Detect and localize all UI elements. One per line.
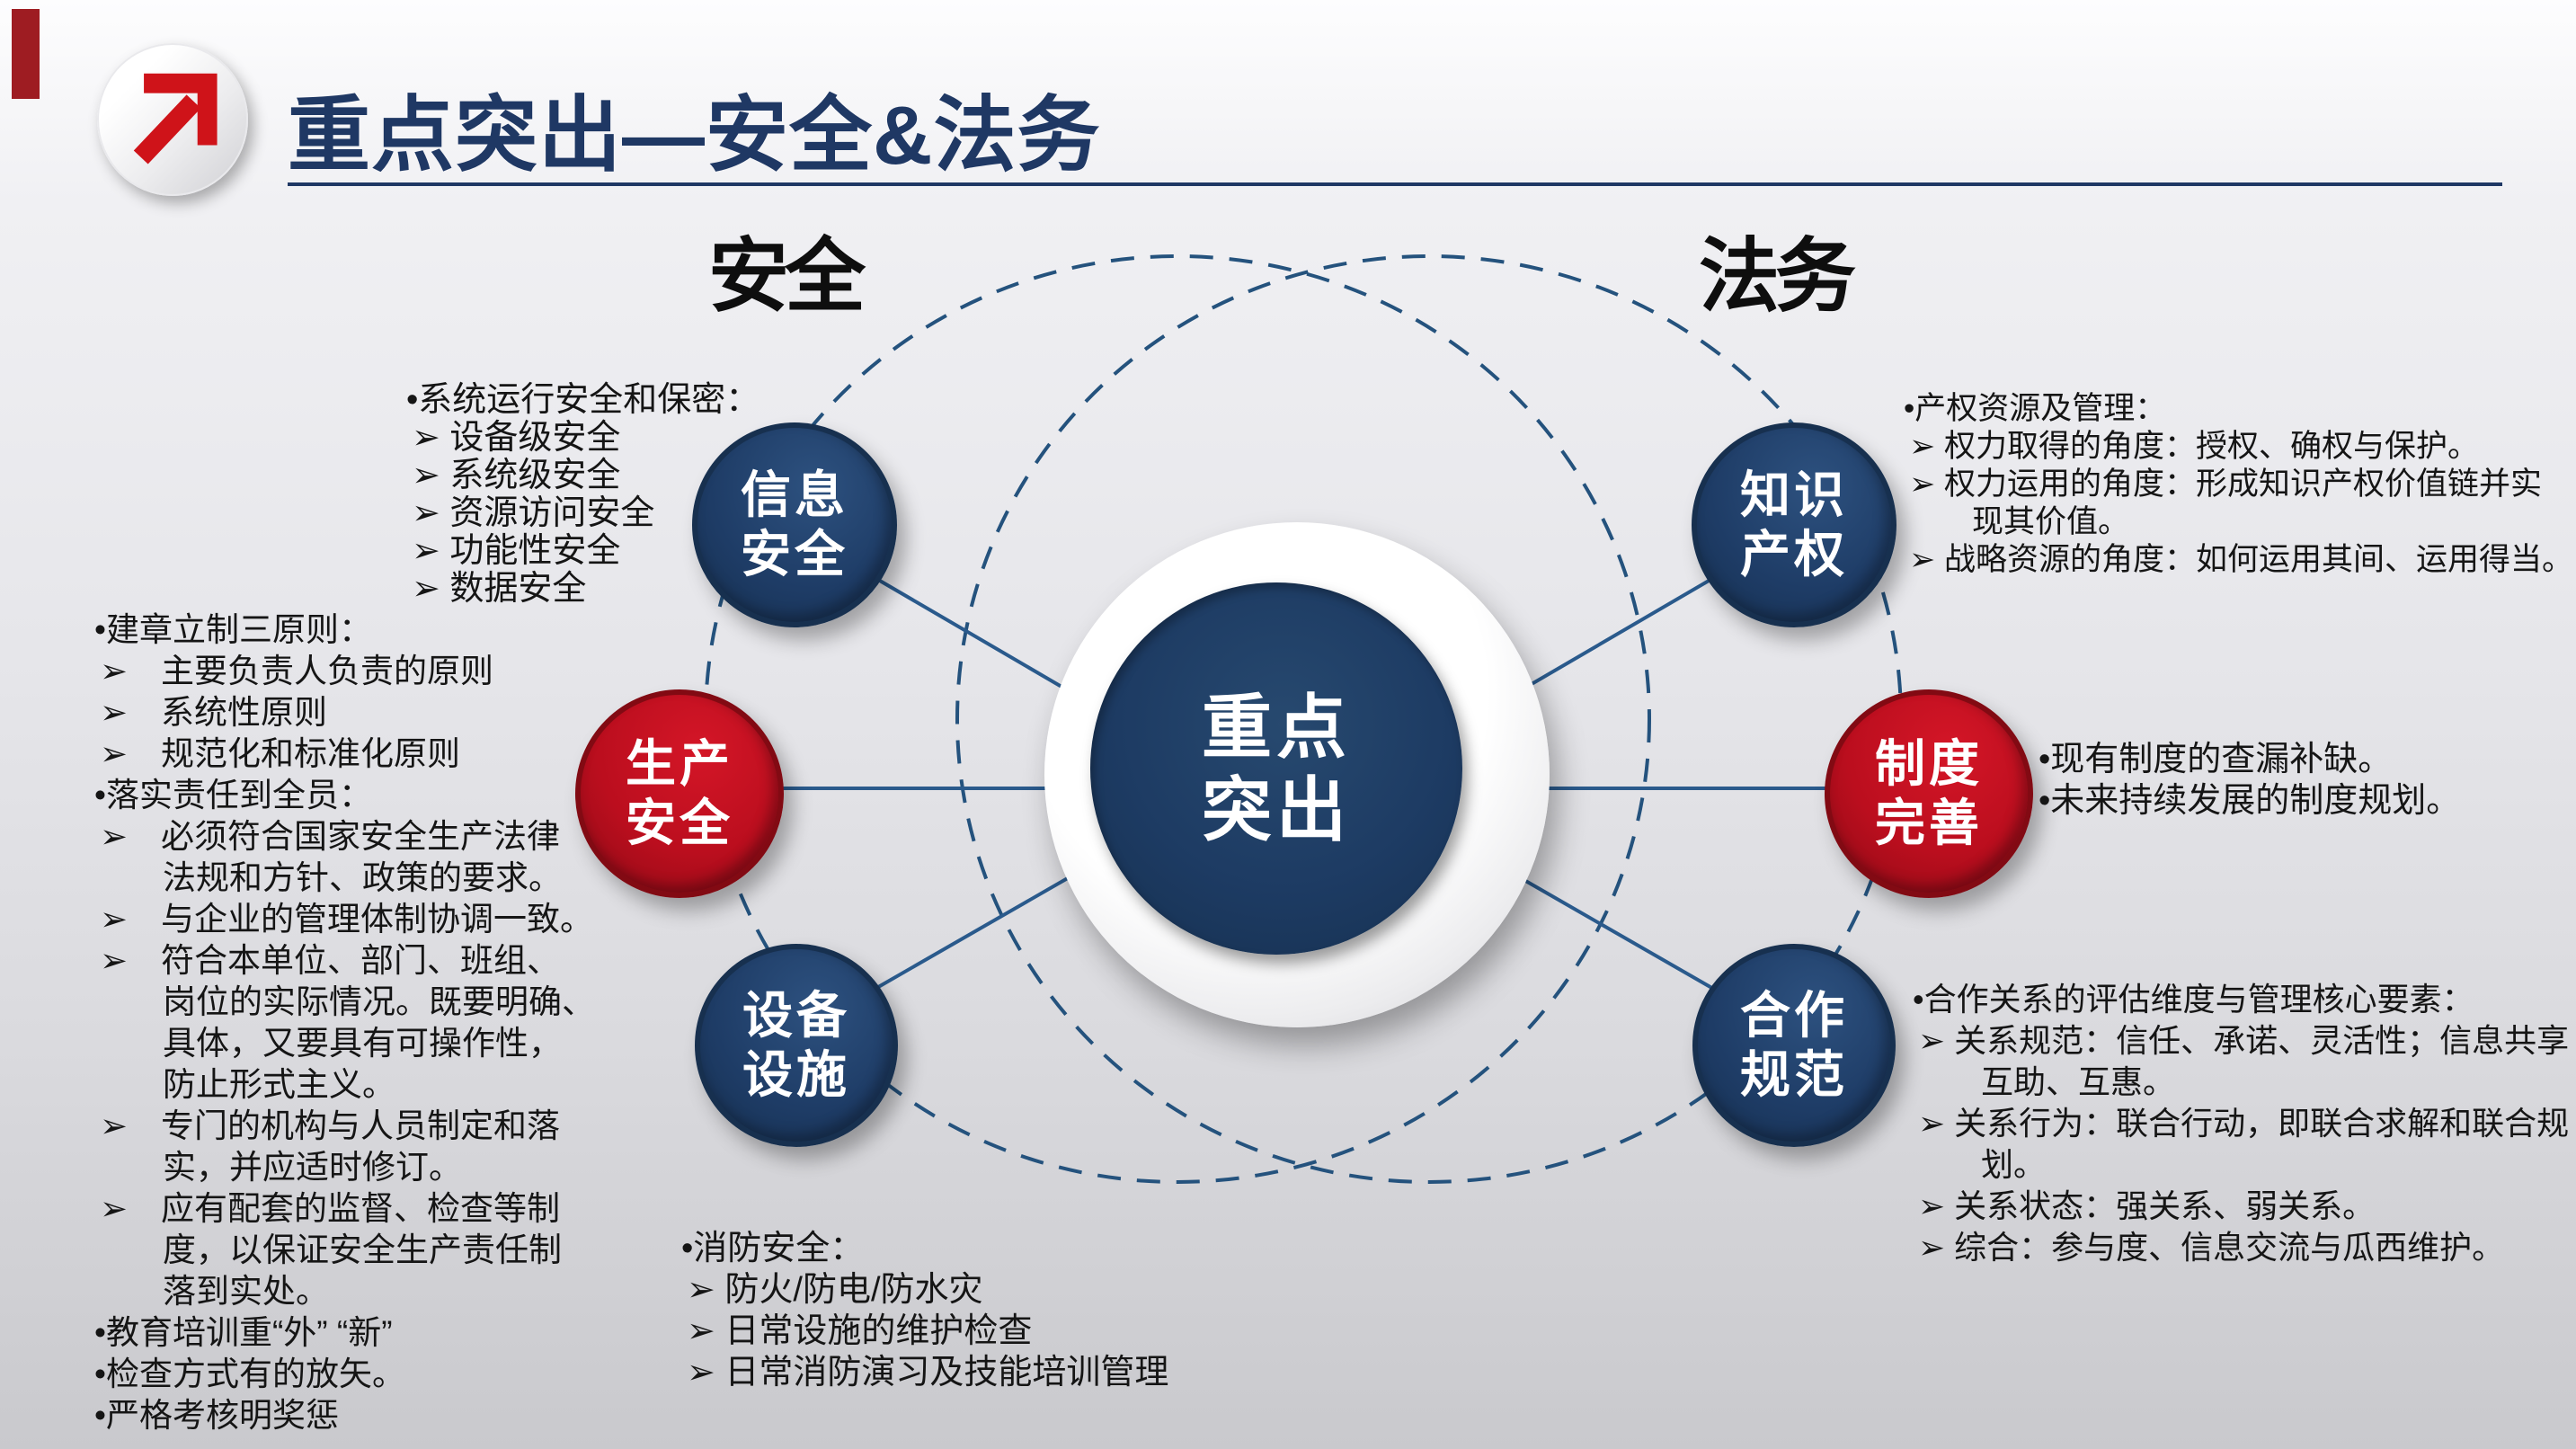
text-line: •建章立制三原则：	[94, 611, 372, 648]
text-line: ➢ 与企业的管理体制协调一致。	[100, 901, 594, 938]
text-line: ➢ 关系行为：联合行动，即联合求解和联合规	[1918, 1105, 2570, 1142]
text-line: 划。	[1981, 1146, 2047, 1183]
text-line: ➢ 资源访问安全	[412, 494, 655, 532]
hub-label-line2: 突出	[1201, 770, 1351, 849]
text-line: •落实责任到全员：	[94, 777, 372, 813]
text-line: ➢ 综合：参与度、信息交流与瓜西维护。	[1918, 1229, 2505, 1266]
hub-circle: 重点 突出	[1090, 582, 1462, 955]
text-line: ➢ 系统性原则	[100, 694, 328, 731]
notes-system-improvement: •现有制度的查漏补缺。 •未来持续发展的制度规划。	[2039, 739, 2460, 822]
text-line: •未来持续发展的制度规划。	[2039, 782, 2461, 820]
text-line: ➢ 日常消防演习及技能培训管理	[687, 1354, 1169, 1391]
text-line: •消防安全：	[681, 1230, 865, 1267]
text-line: 互助、互惠。	[1981, 1063, 2176, 1100]
text-line: ➢ 主要负责人负责的原则	[100, 653, 494, 689]
text-line: ➢ 数据安全	[412, 570, 587, 608]
spoke-lines	[764, 569, 1838, 995]
text-line: ➢ 功能性安全	[412, 532, 621, 570]
text-line: ➢ 符合本单位、部门、班组、	[100, 942, 561, 979]
circle-equipment-facilities: 设备 设施	[695, 944, 898, 1147]
circle-label: 设备	[742, 987, 850, 1044]
text-line: •合作关系的评估维度与管理核心要素：	[1913, 981, 2474, 1018]
column-header-legal: 法务	[1699, 232, 1856, 322]
circle-label: 安全	[741, 526, 848, 582]
text-line: •教育培训重“外” “新”	[94, 1314, 393, 1351]
circle-label: 完善	[1875, 795, 1983, 851]
text-line: •检查方式有的放矢。	[94, 1356, 405, 1392]
text-line: 防止形式主义。	[163, 1066, 395, 1103]
text-line: ➢ 应有配套的监督、检查等制	[100, 1190, 561, 1227]
circle-cooperation-standards: 合作 规范	[1692, 944, 1896, 1147]
hub-plate: 重点 突出	[1044, 522, 1550, 1027]
hub-label-line1: 重点	[1201, 688, 1351, 767]
text-line: •产权资源及管理：	[1904, 391, 2167, 426]
circle-system-improvement: 制度 完善	[1825, 689, 2033, 898]
arrow-up-right-icon	[133, 73, 218, 164]
text-line: ➢ 权力取得的角度：授权、确权与保护。	[1909, 429, 2480, 464]
circle-info-security: 信息 安全	[692, 422, 897, 627]
notes-cooperation-standards: •合作关系的评估维度与管理核心要素： ➢ 关系规范：信任、承诺、灵活性；信息共享互…	[1913, 979, 2569, 1268]
text-line: ➢ 专门的机构与人员制定和落	[100, 1107, 561, 1144]
text-line: 具体，又要具有可操作性，	[163, 1025, 562, 1062]
circle-label: 产权	[1740, 526, 1848, 582]
text-line: ➢ 设备级安全	[412, 419, 621, 457]
text-line: ➢ 必须符合国家安全生产法律	[100, 818, 561, 855]
corner-accent-bar	[12, 9, 40, 99]
text-line: •系统运行安全和保密：	[406, 381, 760, 419]
circle-label: 生产	[626, 735, 733, 792]
title-underline	[288, 182, 2502, 186]
circle-label: 设施	[742, 1046, 850, 1103]
notes-info-security: •系统运行安全和保密：➢ 设备级安全➢ 系统级安全➢ 资源访问安全➢ 功能性安全…	[406, 381, 759, 608]
text-line: 落到实处。	[163, 1273, 329, 1310]
text-line: 岗位的实际情况。既要明确、	[163, 983, 595, 1020]
notes-production-safety: •建章立制三原则： ➢ 主要负责人负责的原则 ➢ 系统性原则 ➢ 规范化和标准化原则 •…	[94, 609, 595, 1436]
text-line: •现有制度的查漏补缺。	[2039, 741, 2393, 778]
text-line: ➢ 防火/防电/防水灾	[687, 1271, 983, 1309]
circle-production-safety: 生产 安全	[575, 689, 784, 898]
text-line: ➢ 权力运用的角度：形成知识产权价值链并实	[1909, 467, 2543, 502]
circle-label: 安全	[626, 795, 733, 851]
text-line: ➢ 系统级安全	[412, 457, 621, 494]
page-title: 重点突出—安全&法务	[288, 90, 1101, 182]
text-line: 现其价值。	[1972, 504, 2130, 539]
notes-fire-safety: •消防安全： ➢ 防火/防电/防水灾➢ 日常设施的维护检查 ➢ 日常消防演习及技能培…	[681, 1228, 1168, 1393]
text-line: •严格考核明奖惩	[94, 1397, 339, 1434]
text-line: ➢ 关系规范：信任、承诺、灵活性；信息共享	[1918, 1022, 2570, 1059]
circle-label: 信息	[741, 467, 848, 523]
column-header-security: 安全	[708, 232, 866, 322]
text-line: ➢ 关系状态：强关系、弱关系。	[1918, 1187, 2376, 1224]
circle-label: 知识	[1740, 467, 1848, 523]
circle-label: 制度	[1875, 735, 1983, 792]
circle-intellectual-property: 知识 产权	[1692, 422, 1896, 627]
text-line: 度，以保证安全生产责任制	[163, 1231, 562, 1268]
text-line: ➢ 日常设施的维护检查	[687, 1312, 1033, 1350]
notes-intellectual-property: •产权资源及管理：➢ 权力取得的角度：授权、确权与保护。➢ 权力运用的角度：形成…	[1904, 390, 2573, 579]
text-line: 法规和方针、政策的要求。	[163, 859, 562, 896]
circle-label: 合作	[1740, 987, 1848, 1044]
title-badge	[97, 43, 248, 196]
circle-label: 规范	[1740, 1046, 1848, 1103]
text-line: ➢ 规范化和标准化原则	[100, 735, 461, 772]
text-line: 实，并应适时修订。	[163, 1149, 462, 1186]
text-line: ➢ 战略资源的角度：如何运用其间、运用得当。	[1909, 542, 2574, 577]
